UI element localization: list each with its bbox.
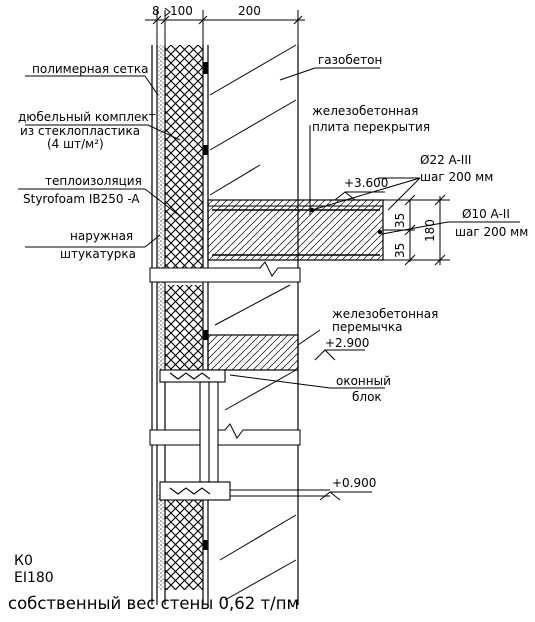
label-slab-2: плита перекрытия (312, 120, 430, 134)
wall-weight-caption: собственный вес стены 0,62 т/пм (8, 594, 299, 613)
dim-35-bottom: 35 (393, 243, 407, 258)
rebar-10-step: шаг 200 мм (455, 225, 528, 239)
leader-lines (18, 67, 385, 389)
level-2900: +2.900 (325, 336, 369, 350)
window-block (159, 369, 330, 501)
label-window-2: блок (352, 390, 382, 404)
label-insulation-2: Styrofoam IB250 -A (23, 192, 140, 206)
rebar-22-size: Ø22 A-III (420, 153, 471, 167)
rebar-22-step: шаг 200 мм (420, 170, 493, 184)
plaster-layer (157, 45, 165, 370)
floor-slab (207, 199, 384, 261)
insulation-upper (165, 45, 203, 270)
label-plaster-2: штукатурка (60, 247, 136, 261)
label-dowel-3: (4 шт/м²) (47, 137, 104, 151)
dim-35-top: 35 (393, 213, 407, 228)
dim-200: 200 (238, 4, 261, 18)
dim-180: 180 (423, 219, 437, 242)
level-0900: +0.900 (332, 476, 376, 490)
plaster-layer-lower (157, 495, 165, 590)
break-lines (149, 261, 301, 446)
label-slab-1: железобетонная (312, 104, 418, 118)
top-dimension (145, 10, 305, 45)
dim-arrow-mark (164, 7, 171, 17)
dim-100: 100 (170, 4, 193, 18)
label-window-1: оконный (336, 374, 391, 388)
label-lintel-1: железобетонная (332, 307, 438, 321)
label-insulation-1: теплоизоляция (45, 174, 142, 188)
label-plaster-1: наружная (70, 229, 133, 243)
aerated-concrete-hatch (209, 44, 297, 601)
dowel-marks (203, 62, 208, 550)
insulation-middle (165, 285, 203, 370)
slab-rebar-dot (377, 229, 383, 235)
fire-class-k: К0 (14, 553, 33, 569)
label-dowel-2: из стеклопластика (20, 124, 140, 138)
level-3600: +3.600 (344, 176, 388, 190)
label-mesh: полимерная сетка (32, 62, 149, 76)
fire-resistance-ei: EI180 (14, 570, 54, 586)
lintel (207, 334, 299, 371)
slab-dimension (311, 177, 520, 266)
label-lintel-2: перемычка (332, 320, 402, 334)
label-aerated-concrete: газобетон (318, 53, 382, 67)
label-dowel-1: дюбельный комплект (18, 110, 156, 124)
rebar-10-size: Ø10 A-II (462, 207, 510, 221)
dim-8: 8 (152, 4, 160, 18)
insulation-lower (165, 500, 203, 590)
level-markers (314, 191, 385, 501)
